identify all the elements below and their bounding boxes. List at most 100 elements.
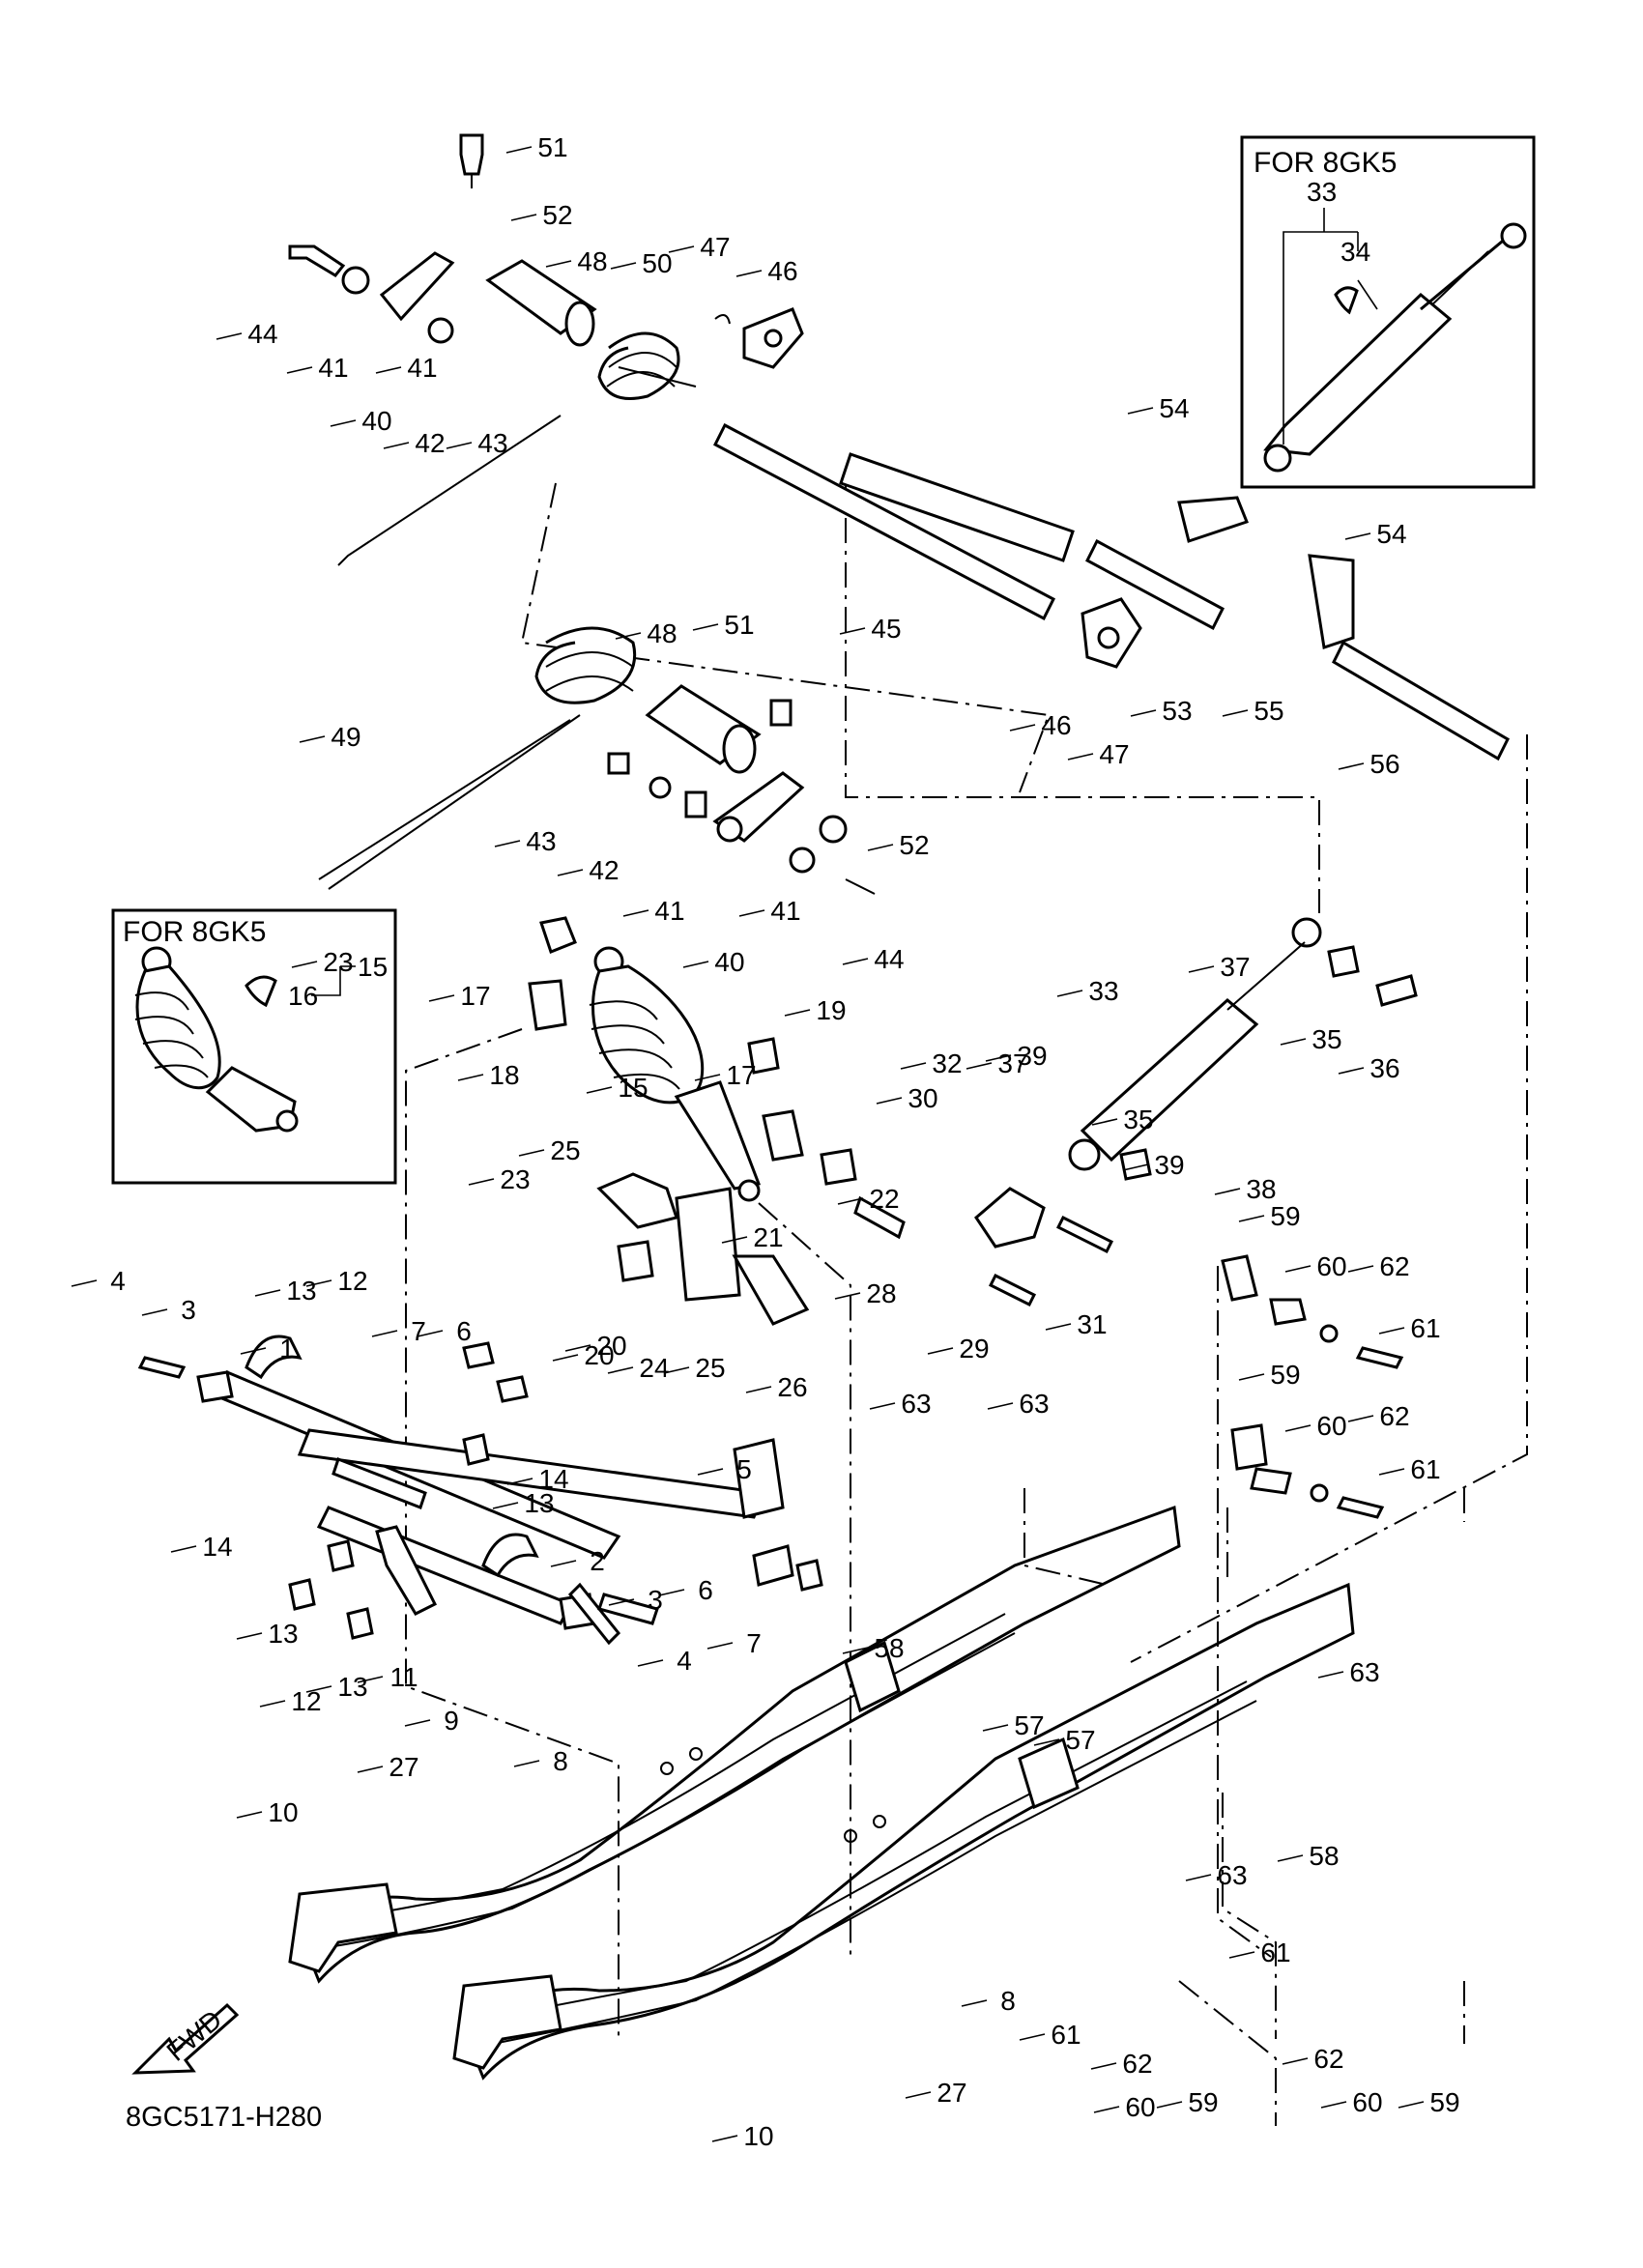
- leader-line: [494, 840, 521, 847]
- leader-line: [299, 735, 326, 743]
- callout-23: 23: [500, 1164, 530, 1194]
- callout-62: 62: [1313, 2044, 1343, 2074]
- leader-line: [637, 1659, 664, 1667]
- callout-29: 29: [959, 1334, 989, 1364]
- callout-47: 47: [700, 232, 730, 262]
- leader-line: [428, 994, 455, 1002]
- callout-61: 61: [1410, 1313, 1440, 1343]
- leader-line: [375, 366, 402, 374]
- leader-line: [1056, 990, 1083, 997]
- callout-17: 17: [460, 981, 490, 1011]
- callout-39: 39: [1154, 1150, 1184, 1180]
- leader-lines: [71, 146, 1425, 2142]
- callout-10: 10: [743, 2121, 773, 2151]
- leader-line: [867, 844, 894, 851]
- callout-2: 2: [590, 1546, 605, 1576]
- leader-line: [330, 419, 357, 427]
- drawing-code: 8GC5171-H280: [126, 2102, 322, 2133]
- callout-25: 25: [695, 1353, 725, 1383]
- leader-line: [1277, 1854, 1304, 1862]
- leader-line: [383, 442, 410, 449]
- leader-line: [518, 1149, 545, 1157]
- callout-25: 25: [550, 1135, 580, 1165]
- callout-60: 60: [1316, 1411, 1346, 1441]
- callout-3: 3: [648, 1585, 663, 1615]
- leader-line: [1185, 1874, 1212, 1881]
- callout-62: 62: [1379, 1251, 1409, 1281]
- callout-30: 30: [908, 1083, 937, 1113]
- leader-line: [615, 632, 642, 640]
- callout-63: 63: [1217, 1860, 1247, 1890]
- callout-54: 54: [1376, 519, 1406, 549]
- leader-line: [1280, 1038, 1307, 1046]
- callout-60: 60: [1316, 1251, 1346, 1281]
- leader-line: [552, 1354, 579, 1362]
- callout-58: 58: [874, 1633, 904, 1663]
- callout-24: 24: [639, 1353, 669, 1383]
- leader-line: [1033, 1738, 1060, 1746]
- callout-20: 20: [584, 1340, 614, 1370]
- leader-line: [721, 1236, 748, 1244]
- leader-line: [446, 442, 473, 449]
- leader-line: [510, 214, 537, 221]
- leader-line: [1188, 965, 1215, 973]
- callout-54: 54: [1159, 393, 1189, 423]
- callout-36: 36: [1369, 1053, 1399, 1083]
- callout-59: 59: [1429, 2087, 1459, 2117]
- callout-43: 43: [526, 826, 556, 856]
- leader-line: [505, 146, 533, 154]
- callout-14: 14: [202, 1532, 232, 1562]
- callout-40: 40: [361, 406, 391, 436]
- leader-line: [682, 961, 709, 968]
- leader-line: [305, 1279, 332, 1287]
- leader-line: [1338, 762, 1365, 770]
- leader-line: [457, 1074, 484, 1081]
- leader-line: [1093, 2106, 1120, 2113]
- leader-line: [357, 1676, 384, 1683]
- leader-line: [1344, 532, 1371, 540]
- callout-57: 57: [1014, 1710, 1044, 1740]
- leader-line: [1317, 1671, 1344, 1679]
- slide-rails: [288, 1505, 1355, 2081]
- callout-12: 12: [337, 1266, 367, 1296]
- callout-7: 7: [411, 1316, 426, 1346]
- leader-line: [900, 1062, 927, 1070]
- leader-line: [1282, 2057, 1309, 2065]
- leader-line: [1091, 1118, 1118, 1126]
- leader-line: [985, 1054, 1012, 1062]
- leader-line: [371, 1330, 398, 1337]
- leader-line: [784, 1009, 811, 1017]
- callout-9: 9: [444, 1706, 459, 1736]
- leader-line: [1347, 1265, 1374, 1273]
- callout-4: 4: [110, 1266, 126, 1296]
- leader-line: [706, 1642, 734, 1650]
- callout: 34: [1340, 237, 1370, 267]
- callout-42: 42: [415, 428, 445, 458]
- callout-33: 33: [1088, 976, 1118, 1006]
- callout-18: 18: [489, 1060, 519, 1090]
- leader-line: [259, 1700, 286, 1708]
- leader-line: [876, 1097, 903, 1105]
- callout-62: 62: [1122, 2049, 1152, 2079]
- callout-41: 41: [407, 353, 437, 383]
- callout-39: 39: [1017, 1041, 1047, 1071]
- upper-linkage: [288, 133, 1510, 895]
- leader-line: [1127, 407, 1154, 415]
- callout-8: 8: [1000, 1986, 1016, 2016]
- callout-5: 5: [736, 1454, 752, 1484]
- leader-line: [711, 2135, 738, 2142]
- leader-line: [839, 627, 866, 635]
- leader-line: [1122, 1163, 1149, 1171]
- callout-61: 61: [1410, 1454, 1440, 1484]
- leader-line: [869, 1402, 896, 1410]
- callout-63: 63: [1019, 1389, 1049, 1419]
- callout-48: 48: [647, 618, 677, 648]
- leader-line: [71, 1279, 98, 1287]
- leader-line: [506, 1478, 533, 1485]
- callout-50: 50: [642, 248, 672, 278]
- callout-46: 46: [1041, 710, 1071, 740]
- callout-15: 15: [618, 1073, 648, 1103]
- callout-7: 7: [746, 1628, 762, 1658]
- leader-line: [1338, 1067, 1365, 1075]
- callout-46: 46: [767, 256, 797, 286]
